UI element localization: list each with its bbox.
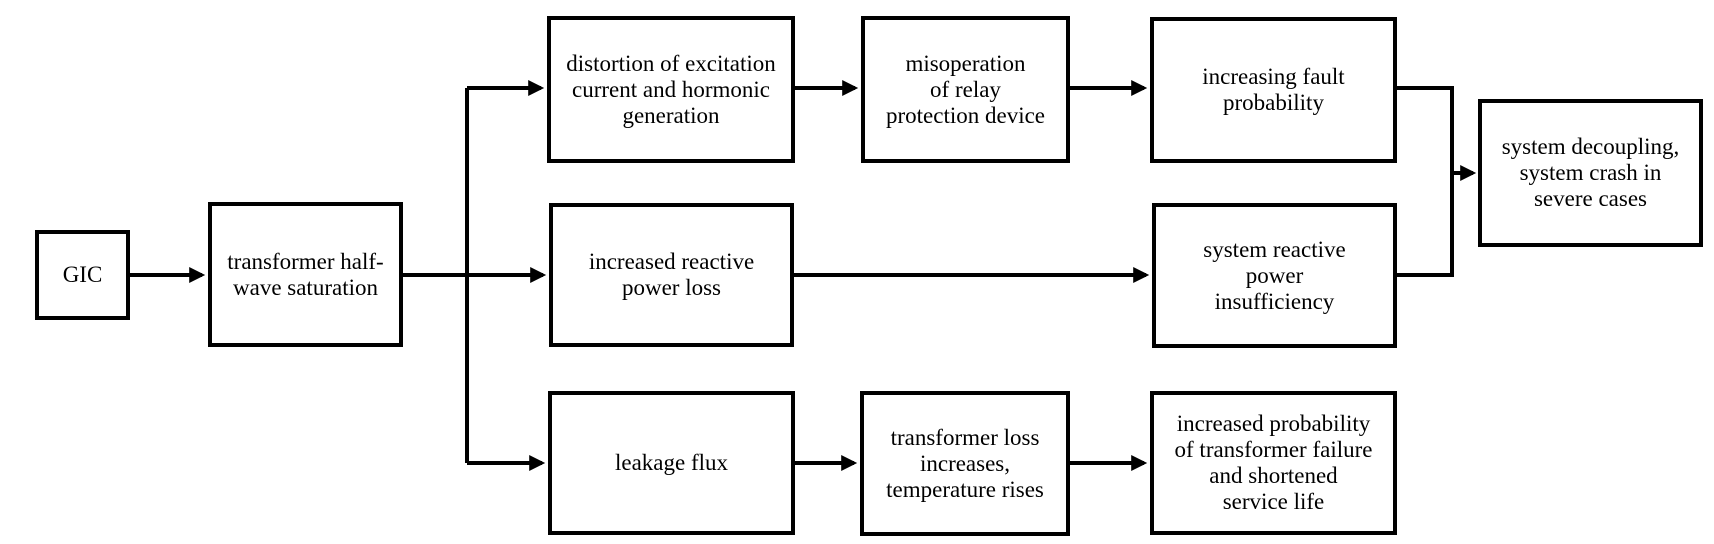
node-increased-reactive-loss: increased reactive power loss	[549, 203, 794, 347]
node-transformer-failure: increased probability of transformer fai…	[1150, 391, 1397, 535]
node-reactive-insufficiency: system reactive power insufficiency	[1152, 203, 1397, 348]
node-distortion-excitation: distortion of excitation current and hor…	[547, 16, 795, 163]
node-gic: GIC	[35, 230, 130, 320]
edge-fault-merge	[1395, 86, 1454, 275]
node-fault-probability: increasing fault probability	[1150, 17, 1397, 163]
node-relay-misoperation: misoperation of relay protection device	[861, 16, 1070, 163]
node-system-decoupling: system decoupling, system crash in sever…	[1478, 99, 1703, 247]
node-transformer-loss-rise: transformer loss increases, temperature …	[860, 391, 1070, 536]
node-transformer-saturation: transformer half- wave saturation	[208, 202, 403, 347]
node-leakage-flux: leakage flux	[548, 391, 795, 535]
